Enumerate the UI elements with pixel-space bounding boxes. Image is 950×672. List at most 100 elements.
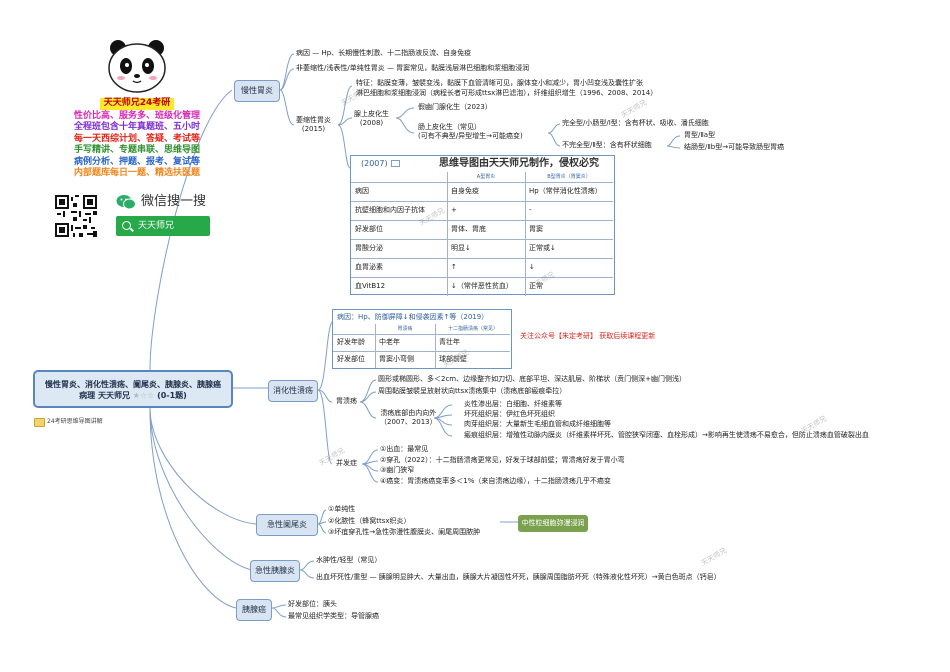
table1-cell: 自身免疫 [451,187,479,195]
cancer-1: 好发部位：胰头 [288,600,337,608]
table2-cell: 好发部位 [337,355,365,363]
appendicitis-1: ①单纯性 [328,505,356,513]
atrophic-label: 萎缩性胃炎 [296,116,331,124]
topic-acute-appendicitis[interactable]: 急性阑尾炎 [256,514,318,536]
table1-year: (2007) [361,159,388,168]
follow-note: 关注公众号【朱定考研】 获取后续课程更新 [520,332,656,340]
table1-col-b: B型胃炎（胃窦炎） [547,174,591,180]
complication-1: ①出血：最常见 [380,445,429,453]
table-column-divider [435,324,436,368]
table1-cell: ↓（常伴恶性贫血） [451,282,513,290]
promo-line: 性价比高、服务多、班级化管理 [73,110,200,121]
atrophic-feature-1: 特征：黏膜变薄，皱襞变浅，黏膜下血管清晰可见，腺体变小和减少，胃小凹变浅及囊性扩… [356,79,643,87]
table1-cell: + [451,206,457,214]
ulcer-layer-1: 炎性渗出层：白细胞、纤维素等 [464,400,562,408]
neutrophil-tag: 中性粒细胞弥漫浸润 [518,515,588,532]
table1-cell: Hp（常伴消化性溃疡） [529,187,602,195]
atrophic-node: 萎缩性胃炎 (2015) [296,116,331,134]
table1-cell: 好发部位 [355,225,383,233]
table1-title: 思维导图由天天师兄制作，侵权必究 [439,158,599,169]
promo-title: 天天师兄24考研 [99,98,175,110]
table1-cell: 病因 [355,187,369,195]
pyloric-metaplasia: 假幽门腺化生（2023） [418,103,492,111]
qr-code-icon [55,195,97,237]
intestinal-metaplasia: 肠上皮化生（常见） (可有不典型/异型增生→可能癌变) [418,123,523,141]
complication-label: 并发症 [336,459,357,467]
complication-3: ③幽门狭窄 [380,466,415,474]
etiology-node: 病因 — Hp、长期慢性刺激、十二指肠液反流、自身免疫 [296,49,472,57]
gastric-ulcer-label: 胃溃疡 [336,397,357,405]
nonatrophic-text: 胃窦常见，黏膜浅层淋巴细胞和浆细胞浸润 [396,64,530,72]
table2-cell: 好发年龄 [337,338,365,346]
table2-cell: 胃窦小弯侧 [379,355,414,363]
gastritis-comparison-table: (2007) 思维导图由天天师兄制作，侵权必究 A型胃炎 B型胃炎（胃窦炎） 病… [350,155,615,296]
complication-4: ④癌变：胃溃疡癌变率多＜1%（来自溃疡边缘），十二指肠溃疡几乎不癌变 [380,477,611,485]
topic-chronic-gastritis[interactable]: 慢性胃炎 [234,80,280,102]
atrophic-year: (2015) [301,125,326,133]
table-row-divider [351,220,613,221]
etiology-label: 病因 [296,49,310,57]
table1-cell: 胃体、胃底 [451,225,486,233]
type-iib: 结肠型/Ⅱb型→可能导致肠型胃癌 [684,143,785,151]
table1-cell: 血胃泌素 [355,263,383,271]
table1-cell: - [529,206,532,214]
table-row-divider [351,201,613,202]
promo-line: 全程班包含十年真题班、五小时 [73,122,200,132]
metaplasia-node: 腺上皮化生 (2008) [354,110,389,128]
search-box[interactable]: 天天师兄 [116,216,210,236]
promo-line: 内部题库每日一题、精选扶医题 [73,168,200,178]
promo-block: 天天师兄24考研 性价比高、服务多、班级化管理 全程班包含十年真题班、五小时 每… [52,98,222,180]
difficulty-stars: ★☆☆ [132,391,155,400]
note-chip[interactable]: 24考研思维导图讲解 [33,416,103,427]
table1-cell: 胃酸分泌 [355,244,383,252]
table-row-divider [351,182,613,183]
topic-pancreatic-cancer[interactable]: 胰腺癌 [236,599,272,621]
nonatrophic-label: 非萎缩性/浅表性/单纯性胃炎 [296,64,385,72]
panda-mascot-icon [108,40,166,93]
table-icon [391,160,400,167]
ulcer-shape: 圆形或椭圆形、多＜2cm、边缘整齐如刀切、底部平坦、深达肌层、阶梯状（贲门侧深+… [378,375,686,383]
topic-peptic-ulcer[interactable]: 消化性溃疡 [268,380,318,402]
metaplasia-label: 腺上皮化生 [354,110,389,118]
ulcer-base-label: 溃疡底部由内向外 [380,409,437,417]
appendicitis-2: ②化脓性（蜂窝ttsx织炎） [328,517,411,525]
table1-cell: 正常 [529,282,543,290]
pancreatitis-1: 水肿性/轻型（常见） [316,556,382,564]
question-count: (0-1题) [157,391,187,400]
table-row-divider [351,258,613,259]
type-iia: 胃型/Ⅱa型 [684,131,716,139]
intestinal-note: (可有不典型/异型增生→可能癌变) [418,132,523,140]
table-column-divider [375,324,376,368]
table1-cell: ↑ [451,263,457,271]
intestinal-label: 肠上皮化生（常见） [418,123,481,131]
table1-title-row: (2007) 思维导图由天天师兄制作，侵权必究 [351,156,614,172]
nonatrophic-node: 非萎缩性/浅表性/单纯性胃炎 — 胃窦常见，黏膜浅层淋巴细胞和浆细胞浸润 [296,64,530,72]
complete-type: 完全型/小肠型/Ⅰ型：含有杯状、吸收、潘氏细胞 [562,119,709,127]
complication-2: ②穿孔（2022）：十二指肠溃疡更常见，好发于球部前壁；胃溃疡好发于胃小弯 [380,456,625,464]
table2-cell: 中老年 [379,338,400,346]
search-box-label: 天天师兄 [138,221,175,231]
root-line2: 病理 天天师兄 ★☆☆ (0-1题) [35,390,231,401]
table-row-divider [351,277,613,278]
ulcer-layer-4: 瘢痕组织层：增殖性动脉内膜炎（纤维素样坏死、管腔狭窄闭塞、血栓形成）→影响再生使… [464,431,869,439]
promo-line: 手写精讲、专题串联、思维导图 [73,145,200,155]
cancer-2: 最常见组织学类型：导管腺癌 [288,612,379,620]
table-column-divider [447,172,448,296]
table1-cell: 胃窦 [529,225,543,233]
topic-acute-pancreatitis[interactable]: 急性胰腺炎 [250,560,300,582]
wechat-search-label: 微信搜一搜 [141,194,207,209]
ulcer-fold: 周围黏膜皱襞呈放射状向ttsx溃疡集中（溃疡底部瘢痕牵拉） [378,387,567,395]
table-row-divider [351,239,613,240]
root-topic[interactable]: 慢性胃炎、消化性溃疡、阑尾炎、胰腺炎、胰腺癌 病理 天天师兄 ★☆☆ (0-1题… [33,370,233,408]
ulcer-layer-3: 肉芽组织层：大量新生毛细血管和成纤维细胞等 [464,420,611,428]
promo-line: 病例分析、押题、报考、复试等 [73,156,200,167]
table1-cell: ↓ [529,263,535,271]
table2-cell: 球部前壁 [439,355,467,363]
table-row-divider [333,334,510,335]
incomplete-type: 不完全型/Ⅱ型：含有杯状细胞 [562,141,652,149]
table2-col-b: 十二指肠溃疡（常见） [447,326,498,332]
root-line1: 慢性胃炎、消化性溃疡、阑尾炎、胰腺炎、胰腺癌 [45,380,221,389]
ulcer-layer-2: 坏死组织层：伊红色坏死组织 [464,410,555,418]
metaplasia-year: (2008) [359,119,384,127]
